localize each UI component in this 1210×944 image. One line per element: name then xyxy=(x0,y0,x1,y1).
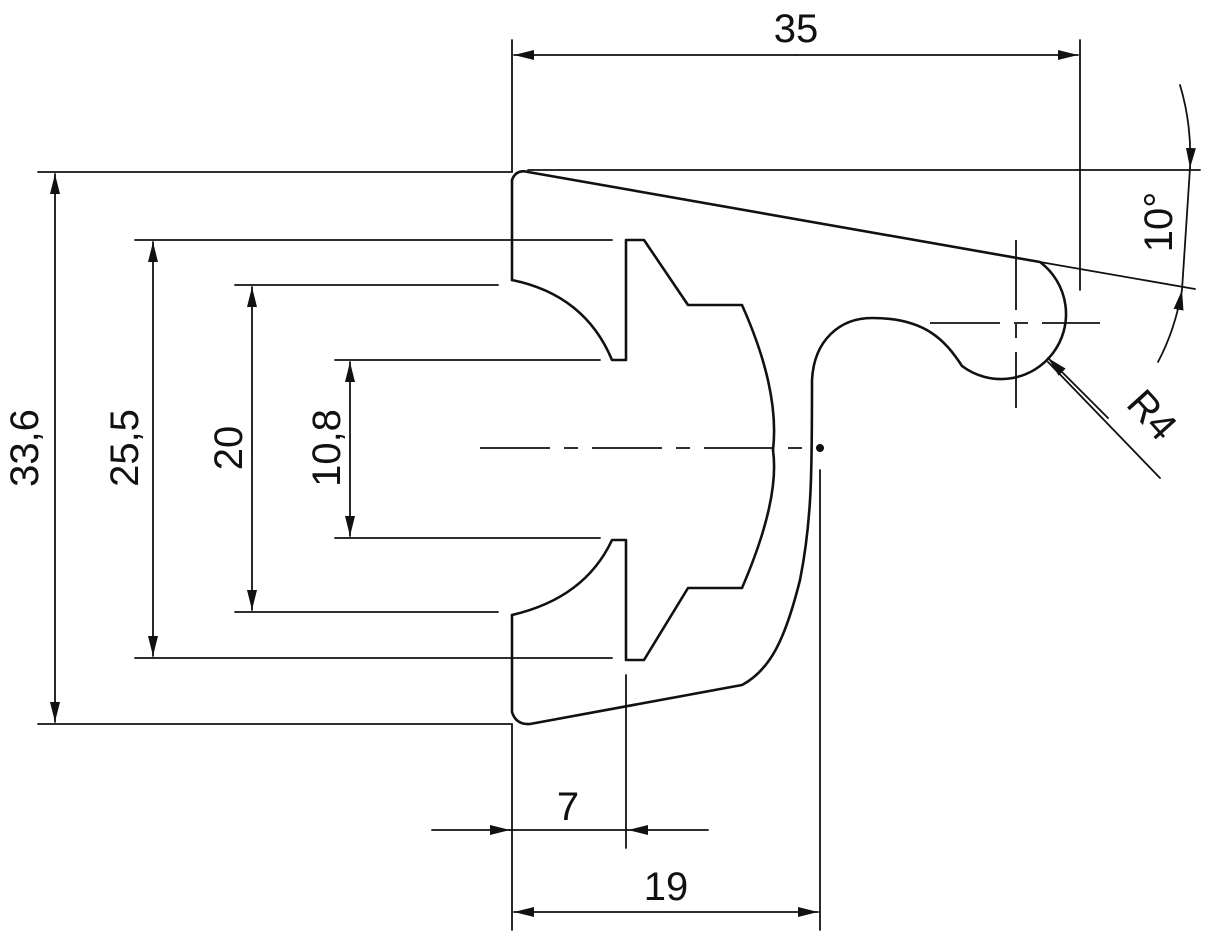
label-body-width: 19 xyxy=(644,865,689,909)
label-overall-height: 33,6 xyxy=(3,409,47,487)
extension-lines xyxy=(37,39,1201,931)
label-angle: 10° xyxy=(1137,192,1181,253)
profile-outer-edge xyxy=(510,170,1068,726)
label-top-width: 35 xyxy=(774,7,819,51)
label-neck-width: 7 xyxy=(557,785,579,829)
dim-arc-angle xyxy=(1179,84,1196,169)
profile-lower-jaw xyxy=(510,448,776,662)
tangent-point xyxy=(816,444,824,452)
dimension-labels: 33,6 25,5 20 10,8 35 7 19 10° R4 xyxy=(3,7,1185,909)
profile-upper-jaw xyxy=(510,238,776,452)
label-outer-slot-height: 25,5 xyxy=(103,409,147,487)
label-center-slot-height: 10,8 xyxy=(305,409,349,487)
dimension-lines xyxy=(50,50,1196,917)
label-radius: R4 xyxy=(1118,382,1185,449)
label-inner-slot-height: 20 xyxy=(207,426,251,471)
profile-outline xyxy=(510,170,1068,726)
center-lines xyxy=(480,240,1100,452)
dim-leader-radius xyxy=(1047,361,1161,479)
